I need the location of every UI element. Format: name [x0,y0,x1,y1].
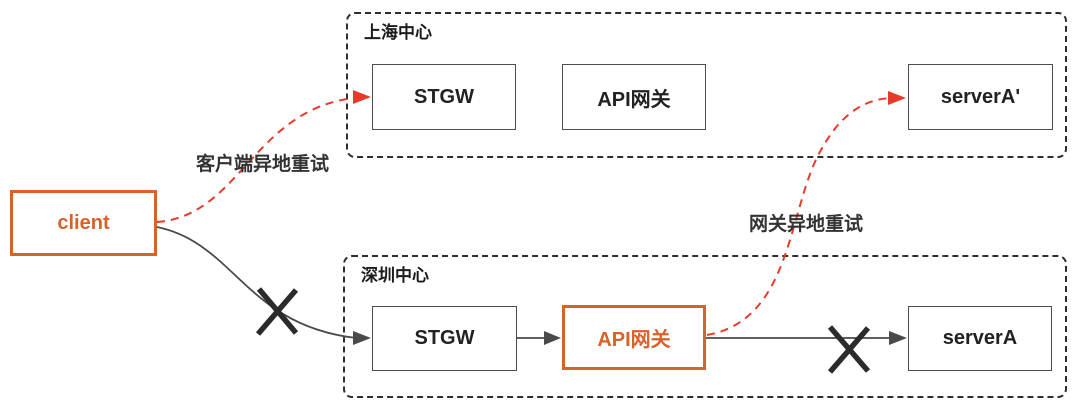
gateway-retry-label: 网关异地重试 [749,214,864,235]
node-shanghai-stgw: STGW [372,64,516,130]
client-request-line [156,226,371,345]
region-shanghai-label: 上海中心 [364,23,432,42]
node-shanghai-api-gateway: API网关 [562,64,706,130]
client-retry-label: 客户端异地重试 [196,154,330,175]
region-shanghai: 上海中心 [346,12,1067,158]
region-shenzhen-label: 深圳中心 [361,266,429,285]
failure-x-client-link [255,287,299,336]
node-shenzhen-stgw: STGW [372,306,517,371]
node-client: client [10,190,157,256]
node-servera-prime: serverA' [908,64,1053,130]
node-shenzhen-api-gateway: API网关 [562,305,706,370]
node-servera: serverA [908,306,1052,371]
